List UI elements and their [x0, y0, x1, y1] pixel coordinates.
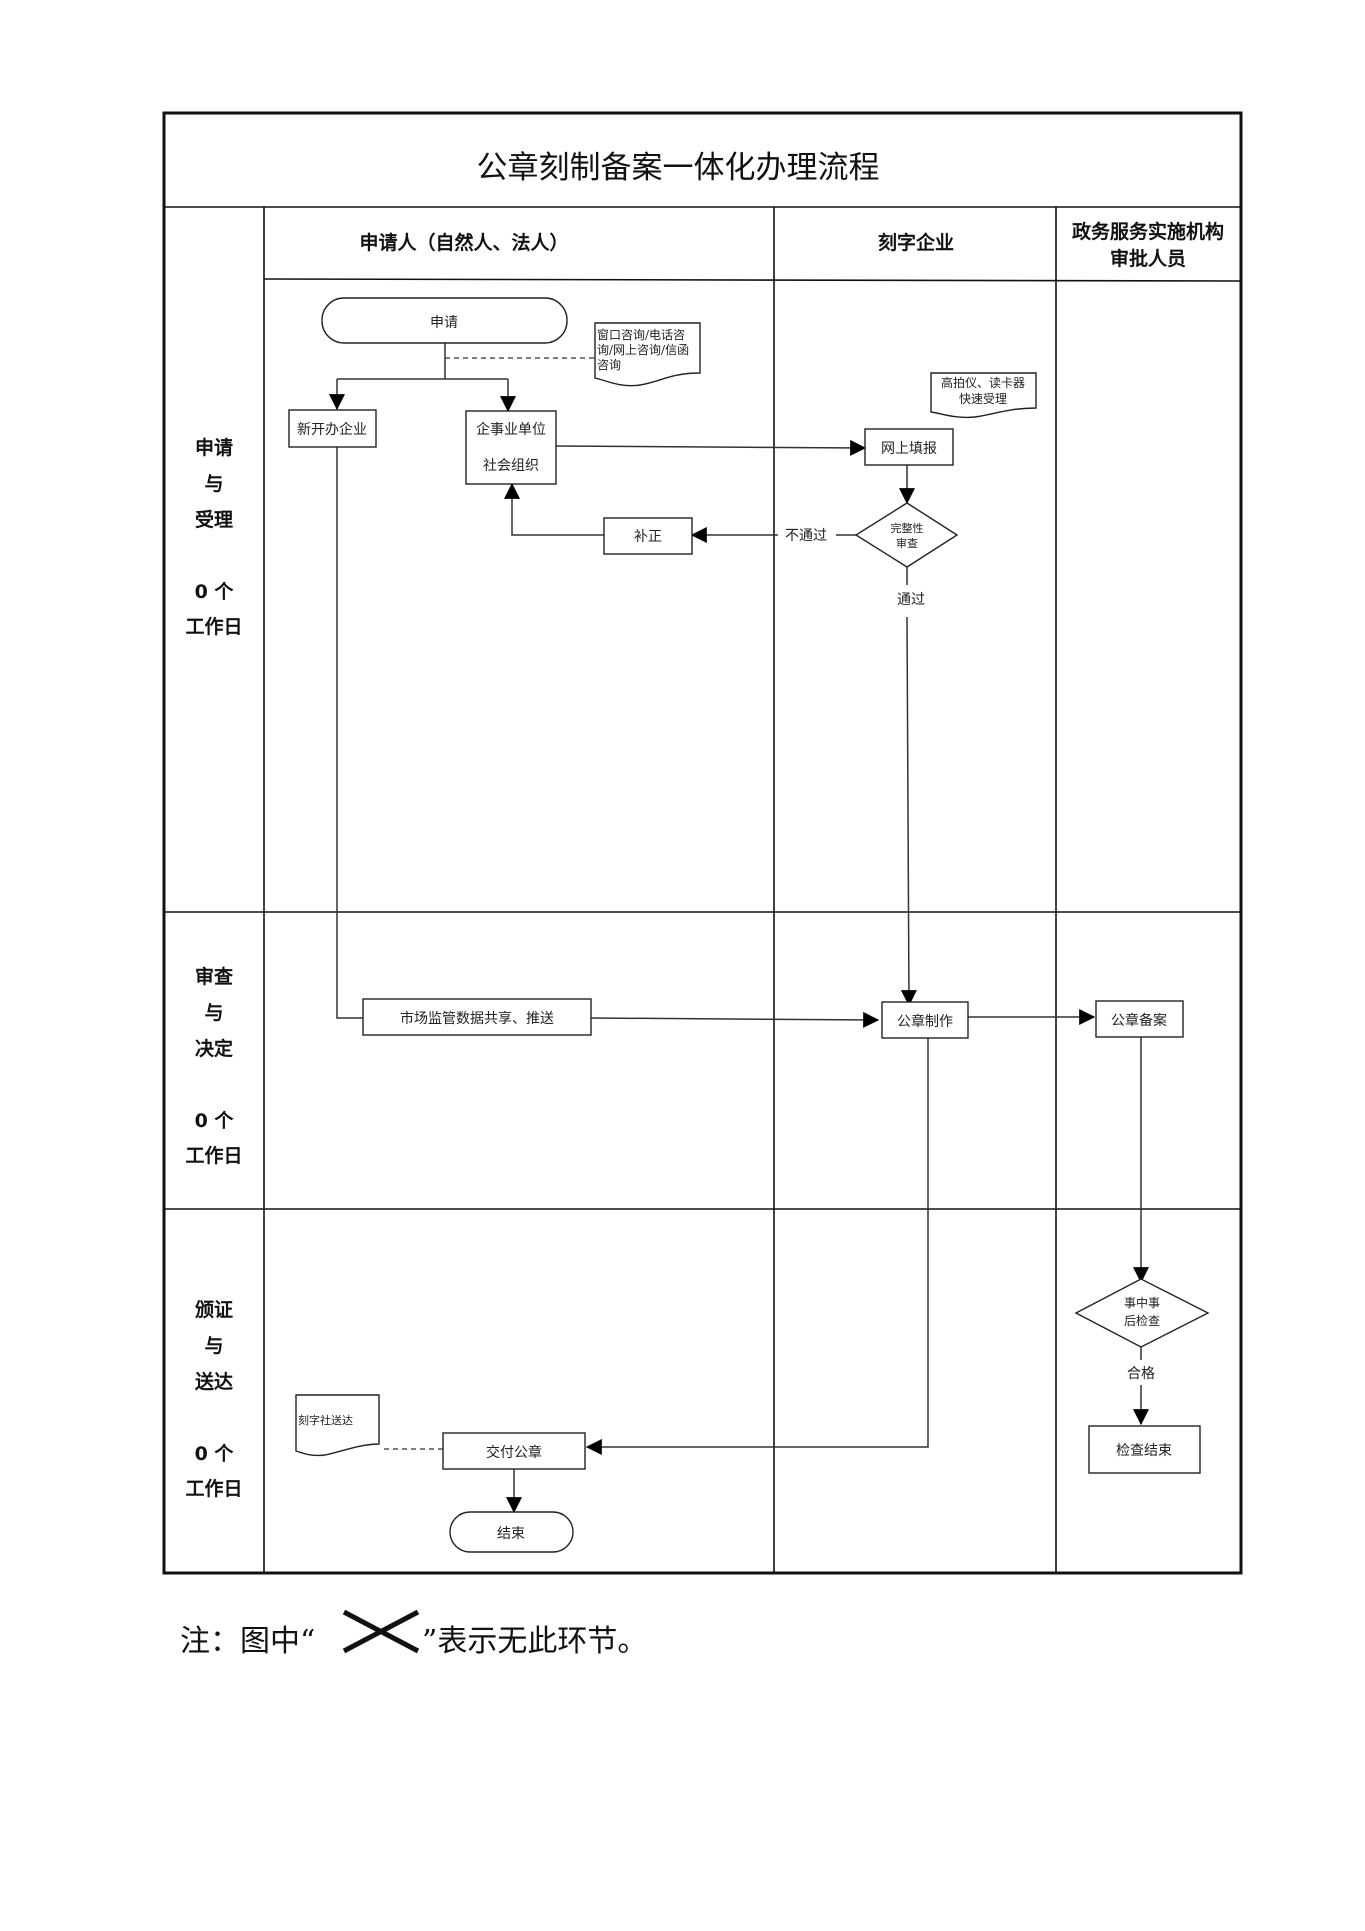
- node-end[interactable]: 结束: [449, 1511, 574, 1553]
- stage-name-line2: 与: [204, 1335, 223, 1357]
- connector-new-company-to-market-data: [336, 447, 363, 1019]
- stage-label-apply: 申请 与 受理 0 个 工作日: [185, 436, 242, 638]
- outer-border: [162, 111, 1243, 1575]
- stage-label-delivery: 颁证 与 送达 0 个 工作日: [185, 1298, 242, 1500]
- node-online-fill[interactable]: 网上填报: [864, 428, 954, 466]
- node-label-line1: 企事业单位: [476, 421, 546, 438]
- node-seal-making[interactable]: 公章制作: [881, 1001, 969, 1039]
- stage-days-count: 0 个: [195, 1443, 235, 1465]
- node-apply[interactable]: 申请: [321, 297, 568, 344]
- node-inspection-end[interactable]: 检查结束: [1088, 1425, 1201, 1474]
- process-shape: [288, 409, 377, 448]
- node-label-line2: 后检查: [1124, 1313, 1160, 1328]
- footnote-suffix: ”表示无此环节。: [422, 1624, 647, 1659]
- stage-name-line2: 与: [204, 1002, 223, 1024]
- arrow-market-data-to-seal-making: [590, 1011, 880, 1028]
- node-institution[interactable]: 企事业单位 社会组织: [465, 410, 557, 485]
- node-delivery-note[interactable]: 刻字社送达: [295, 1394, 380, 1457]
- stage-name-line3: 送达: [195, 1370, 233, 1393]
- stage-days-count: 0 个: [195, 1110, 235, 1132]
- stage-name-line3: 决定: [195, 1037, 233, 1060]
- node-label-line2: 社会组织: [483, 458, 539, 474]
- note-line3: 咨询: [597, 357, 621, 372]
- stage-name-line1: 申请: [195, 436, 233, 459]
- node-label: 申请: [430, 315, 458, 331]
- node-label-line2: 审查: [896, 536, 918, 550]
- node-label: 网上填报: [881, 441, 937, 457]
- document-shape: [295, 1394, 380, 1457]
- stage-label-review: 审查 与 决定 0 个 工作日: [185, 965, 242, 1167]
- lane-header-applicant: 申请人（自然人、法人）: [359, 231, 568, 254]
- terminator-shape: [449, 1511, 574, 1553]
- arrow-institution-to-online-fill: [555, 439, 867, 456]
- table-grid: [162, 111, 1243, 1575]
- footnote-prefix: 注：图中“: [180, 1624, 315, 1659]
- node-label: 补正: [634, 529, 662, 545]
- lane-header-authority-line2: 审批人员: [1110, 247, 1186, 270]
- process-shape: [362, 998, 592, 1036]
- note-line2: 询/网上咨询/信函: [597, 342, 689, 357]
- process-shape: [1088, 1425, 1201, 1474]
- note-line1: 高拍仪、读卡器: [941, 375, 1025, 390]
- node-label: 公章制作: [897, 1013, 953, 1030]
- process-shape: [864, 428, 954, 466]
- node-deliver-seal[interactable]: 交付公章: [442, 1432, 586, 1470]
- node-new-company[interactable]: 新开办企业: [288, 409, 377, 448]
- node-label-line1: 完整性: [891, 521, 924, 535]
- label-fail: 不通过: [785, 528, 827, 544]
- process-shape: [881, 1001, 969, 1039]
- node-label: 市场监管数据共享、推送: [400, 1010, 554, 1027]
- label-pass: 通过: [897, 592, 925, 608]
- page-title: 公章刻制备案一体化办理流程: [477, 150, 880, 186]
- arrow-pass-to-seal-making: [900, 616, 917, 1007]
- lane-header-authority-line1: 政务服务实施机构: [1072, 220, 1224, 243]
- stage-name-line1: 审查: [195, 965, 234, 988]
- node-device-note[interactable]: 高拍仪、读卡器 快速受理: [930, 372, 1037, 419]
- node-market-data[interactable]: 市场监管数据共享、推送: [362, 998, 592, 1036]
- process-shape: [1095, 1000, 1184, 1038]
- footnote: 注：图中“ ”表示无此环节。: [180, 1609, 647, 1659]
- node-label: 公章备案: [1111, 1012, 1167, 1029]
- stage-days-count: 0 个: [195, 581, 235, 603]
- stage-name-line2: 与: [204, 473, 223, 495]
- stage-days-unit: 工作日: [185, 615, 242, 638]
- note-line1: 窗口咨询/电话咨: [597, 327, 685, 342]
- connectors: [329, 343, 1149, 1514]
- node-consult-note[interactable]: 窗口咨询/电话咨 询/网上咨询/信函 咨询: [594, 322, 701, 387]
- lane-header-divider: [263, 278, 1242, 282]
- note-line2: 快速受理: [959, 392, 1007, 406]
- node-label: 新开办企业: [297, 421, 367, 438]
- process-shape: [465, 410, 557, 485]
- note-label: 刻字社送达: [298, 1413, 353, 1427]
- node-label: 结束: [497, 1526, 525, 1542]
- process-shape: [442, 1432, 586, 1470]
- terminator-shape: [321, 297, 568, 344]
- node-completeness-check[interactable]: 完整性 审查: [854, 502, 959, 568]
- arrow-supplement-to-institution: [504, 482, 604, 536]
- decision-shape: [1074, 1278, 1210, 1348]
- node-label: 交付公章: [486, 1444, 542, 1461]
- lane-header-engraver: 刻字企业: [878, 231, 954, 254]
- cross-mark-icon: [342, 1609, 420, 1654]
- arrow-seal-making-to-deliver: [585, 1038, 929, 1455]
- stage-name-line3: 受理: [195, 508, 233, 531]
- process-shape: [603, 517, 693, 555]
- node-label: 检查结束: [1116, 1443, 1172, 1459]
- document-shape: [930, 372, 1037, 419]
- node-label-line1: 事中事: [1124, 1295, 1160, 1310]
- stage-days-unit: 工作日: [185, 1144, 242, 1167]
- document-shape: [594, 322, 701, 387]
- stage-name-line1: 颁证: [195, 1298, 233, 1321]
- stage-days-unit: 工作日: [185, 1477, 242, 1500]
- node-inspection[interactable]: 事中事 后检查: [1074, 1278, 1210, 1348]
- node-supplement[interactable]: 补正: [603, 517, 693, 555]
- decision-shape: [854, 502, 959, 568]
- node-seal-filing[interactable]: 公章备案: [1095, 1000, 1184, 1038]
- label-qualified: 合格: [1127, 1366, 1155, 1382]
